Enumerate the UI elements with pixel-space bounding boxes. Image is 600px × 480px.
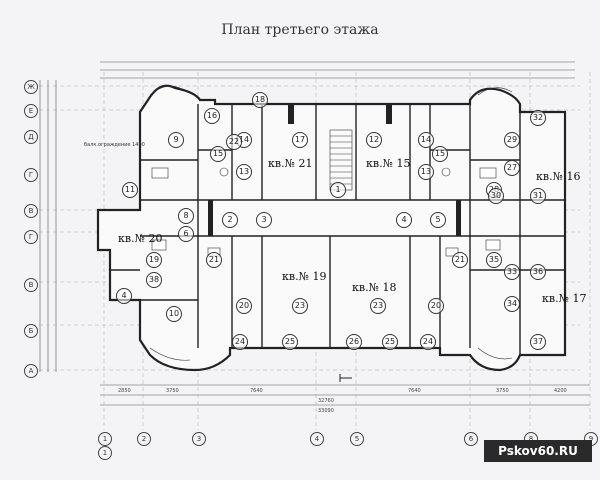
room-number: 8 — [178, 208, 194, 224]
room-number: 34 — [504, 296, 520, 312]
dimension-total: 32760 — [318, 398, 334, 404]
plan-title: План третьего этажа — [221, 22, 379, 38]
dimension-segment: 2850 — [118, 388, 131, 394]
room-number: 36 — [530, 264, 546, 280]
room-number: 31 — [530, 188, 546, 204]
room-number: 11 — [122, 182, 138, 198]
room-number: 25 — [282, 334, 298, 350]
apartment-label-15: кв.№ 15 — [366, 157, 411, 170]
balcony-note: балк.ограждение 1400 — [84, 142, 145, 148]
dimension-total-outer: 33090 — [318, 408, 334, 414]
room-number: 27 — [504, 160, 520, 176]
room-number: 4 — [116, 288, 132, 304]
dimension-segment: 3750 — [166, 388, 179, 394]
dimension-segment: 3750 — [496, 388, 509, 394]
room-number: 21 — [452, 252, 468, 268]
axis-letter: Б — [24, 324, 38, 338]
room-number: 13 — [236, 164, 252, 180]
room-number: 16 — [204, 108, 220, 124]
room-number: 20 — [236, 298, 252, 314]
axis-letter: Д — [24, 130, 38, 144]
apartment-label-17: кв.№ 17 — [542, 292, 587, 305]
room-number: 5 — [430, 212, 446, 228]
room-number: 15 — [210, 146, 226, 162]
room-number: 9 — [168, 132, 184, 148]
apartment-label-21: кв.№ 21 — [268, 157, 313, 170]
dimension-segment: 4200 — [554, 388, 567, 394]
room-number: 1 — [330, 182, 346, 198]
room-number: 33 — [504, 264, 520, 280]
room-number: 3 — [256, 212, 272, 228]
axis-number: 2 — [137, 432, 151, 446]
room-number: 21 — [206, 252, 222, 268]
dimension-segment: 7640 — [250, 388, 263, 394]
room-number: 10 — [166, 306, 182, 322]
room-number: 22 — [226, 134, 242, 150]
room-number: 23 — [292, 298, 308, 314]
axis-number: 6 — [464, 432, 478, 446]
room-number: 32 — [530, 110, 546, 126]
axis-letter: В — [24, 204, 38, 218]
axis-number: 5 — [350, 432, 364, 446]
room-number: 12 — [366, 132, 382, 148]
room-number: 14 — [418, 132, 434, 148]
room-number: 19 — [146, 252, 162, 268]
apartment-label-19: кв.№ 19 — [282, 270, 327, 283]
apartment-label-16: кв.№ 16 — [536, 170, 581, 183]
apartment-label-20: кв.№ 20 — [118, 232, 163, 245]
axis-letter: Г — [24, 230, 38, 244]
room-number: 35 — [486, 252, 502, 268]
room-number: 18 — [252, 92, 268, 108]
room-number: 13 — [418, 164, 434, 180]
watermark-label: Pskov60.RU — [484, 440, 592, 462]
dimension-segment: 7640 — [408, 388, 421, 394]
room-number: 4 — [396, 212, 412, 228]
room-number: 24 — [420, 334, 436, 350]
room-number: 23 — [370, 298, 386, 314]
axis-letter: Е — [24, 104, 38, 118]
room-number: 30 — [488, 188, 504, 204]
room-number: 6 — [178, 226, 194, 242]
room-number: 29 — [504, 132, 520, 148]
room-number: 17 — [292, 132, 308, 148]
room-number: 20 — [428, 298, 444, 314]
axis-letter: В — [24, 278, 38, 292]
axis-number: 3 — [192, 432, 206, 446]
room-number: 25 — [382, 334, 398, 350]
axis-letter: А — [24, 364, 38, 378]
axis-number: 1 — [98, 446, 112, 460]
room-number: 26 — [346, 334, 362, 350]
room-number: 2 — [222, 212, 238, 228]
axis-number: 1 — [98, 432, 112, 446]
apartment-label-18: кв.№ 18 — [352, 281, 397, 294]
room-number: 15 — [432, 146, 448, 162]
axis-number: 4 — [310, 432, 324, 446]
axis-letter: Ж — [24, 80, 38, 94]
room-number: 37 — [530, 334, 546, 350]
room-number: 24 — [232, 334, 248, 350]
room-number: 38 — [146, 272, 162, 288]
axis-letter: Г — [24, 168, 38, 182]
